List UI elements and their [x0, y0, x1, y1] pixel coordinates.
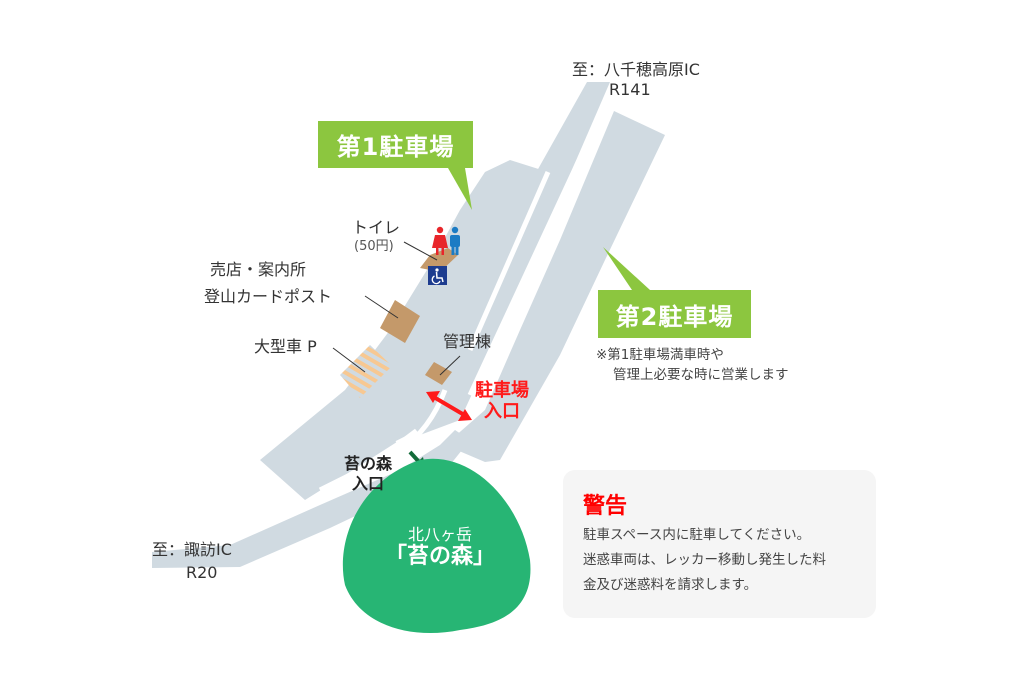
large-vehicle-parking: [340, 345, 392, 398]
toilet-fee: (50円): [354, 239, 394, 254]
parking2-callout-pointer: [603, 247, 650, 290]
shop-label-line1: 売店・案内所: [210, 260, 307, 279]
admin-building: [425, 362, 452, 385]
parking-entrance-line1: 駐車場: [475, 380, 529, 401]
warning-line-3: 金及び迷惑料を請求します。: [583, 577, 758, 593]
direction-north-line1: 至：八千穂高原IC: [572, 60, 700, 79]
warning-line-1: 駐車スペース内に駐車してください。: [583, 527, 811, 543]
forest-entrance-line2: 入口: [351, 474, 384, 493]
shop-building: [380, 300, 420, 343]
direction-north-line2: R141: [609, 80, 651, 99]
parking2-note-line1: ※第1駐車場満車時や: [596, 347, 724, 363]
double-arrow-icon: [426, 391, 472, 421]
warning-box: 警告 駐車スペース内に駐車してください。 迷惑車両は、レッカー移動し発生した料 …: [563, 470, 876, 618]
forest-area: [342, 458, 531, 633]
forest-entrance-line1: 苔の森: [343, 454, 392, 473]
leader-lines: [332, 241, 461, 376]
restroom-female-icon: [432, 226, 448, 255]
direction-south-line2: R20: [186, 563, 218, 582]
wheelchair-accessible-icon: [428, 266, 447, 285]
admin-label: 管理棟: [443, 332, 492, 351]
parking2-callout: 第2駐車場: [598, 290, 751, 338]
parking-lot-2: [445, 111, 665, 462]
direction-south-line1: 至：諏訪IC: [152, 540, 232, 559]
road-dividers: [318, 98, 610, 493]
forest-label-line2: 「苔の森」: [384, 544, 495, 570]
large-vehicle-label: 大型車 P: [254, 337, 317, 356]
toilet-label: トイレ: [352, 218, 401, 237]
warning-line-2: 迷惑車両は、レッカー移動し発生した料: [583, 552, 826, 568]
parking-entrance-label: 駐車場 入口: [470, 380, 534, 422]
parking2-note-line2: 管理上必要な時に営業します: [613, 367, 789, 383]
forest-label: 北八ヶ岳 「苔の森」: [370, 525, 510, 571]
shop-label-line2: 登山カードポスト: [204, 287, 333, 306]
warning-body: 駐車スペース内に駐車してください。 迷惑車両は、レッカー移動し発生した料 金及び…: [583, 523, 826, 598]
restroom-male-icon: [450, 226, 460, 255]
warning-title: 警告: [583, 494, 628, 519]
road-to-suwa: [152, 430, 470, 568]
parking-entrance-line2: 入口: [484, 401, 520, 422]
forest-entrance-label: 苔の森 入口: [338, 454, 398, 494]
parking1-callout: 第1駐車場: [318, 121, 473, 168]
parking1-callout-pointer: [448, 168, 472, 210]
forest-label-line1: 北八ヶ岳: [407, 525, 472, 544]
